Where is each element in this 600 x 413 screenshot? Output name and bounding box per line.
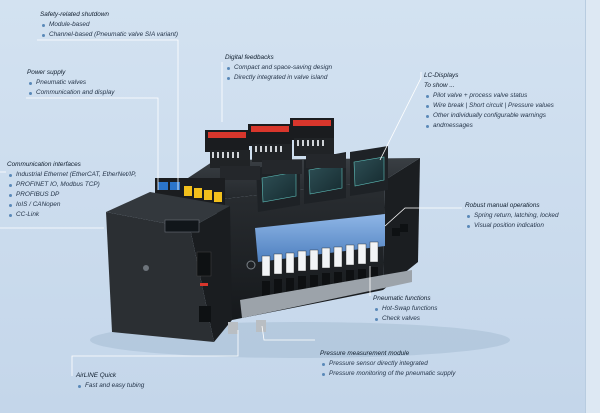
base-rail bbox=[240, 270, 412, 318]
callout-item: Compact and space-saving design bbox=[225, 63, 332, 73]
callout-digital-feedbacks: Digital feedbacks Compact and space-savi… bbox=[225, 53, 332, 83]
callout-item-continued: PROFINET IO, Modbus TCP) bbox=[7, 180, 136, 190]
callout-title: Power supply bbox=[27, 69, 66, 76]
pneumatic-fitting-1 bbox=[228, 322, 238, 334]
manual-operation-button bbox=[400, 224, 408, 232]
callout-item: Fast and easy tubing bbox=[76, 381, 144, 391]
callout-title: Pneumatic functions bbox=[373, 295, 431, 302]
callout-title: Digital feedbacks bbox=[225, 54, 274, 61]
callout-subtitle: To show ... bbox=[424, 82, 455, 89]
callout-title: AirLINE Quick bbox=[76, 372, 117, 379]
callout-airline-quick: AirLINE Quick Fast and easy tubing bbox=[76, 371, 144, 391]
callout-item-continued: andmessages bbox=[424, 121, 584, 131]
comm-lower-port bbox=[199, 306, 211, 322]
callout-safety-shutdown: Safety-related shutdown Module-based Cha… bbox=[40, 10, 178, 40]
callout-item: Industrial Ethernet (EtherCAT, EtherNet/… bbox=[7, 170, 136, 180]
callout-item: Pilot valve + process valve status bbox=[424, 91, 584, 101]
digital-feedback-connectors bbox=[205, 118, 346, 180]
callout-item: Module-based bbox=[40, 20, 178, 30]
comm-status-led bbox=[200, 283, 208, 286]
valve-slots bbox=[261, 241, 379, 277]
callout-item: Spring return, latching, locked bbox=[465, 211, 559, 221]
callout-item: Channel-based (Pneumatic valve SIA varia… bbox=[40, 30, 178, 40]
callout-communication-interfaces: Communication interfaces Industrial Ethe… bbox=[7, 160, 136, 220]
callout-title: LC-Displays bbox=[424, 72, 459, 79]
callout-title: Robust manual operations bbox=[465, 202, 540, 209]
callout-item: Directly integrated in valve island bbox=[225, 73, 332, 83]
callout-item: Hot-Swap functions bbox=[373, 304, 437, 314]
callout-lc-displays: LC-Displays To show ... Pilot valve + pr… bbox=[424, 71, 584, 131]
callout-item: IoIS / CANopen bbox=[7, 200, 136, 210]
callout-title: Safety-related shutdown bbox=[40, 11, 109, 18]
callout-item: CC-Link bbox=[7, 210, 136, 220]
mounting-screw bbox=[143, 265, 149, 271]
valve-screw-row bbox=[262, 267, 378, 299]
callout-item: Other individually configurable warnings bbox=[424, 111, 584, 121]
callout-item: Communication and display bbox=[27, 88, 115, 98]
callout-robust-manual-operations: Robust manual operations Spring return, … bbox=[465, 201, 559, 231]
ethernet-ports bbox=[164, 219, 200, 233]
right-edge-strip bbox=[585, 0, 600, 413]
callout-title: Communication interfaces bbox=[7, 161, 81, 168]
callout-item: Visual position indication bbox=[465, 221, 559, 231]
lcd-screen-3 bbox=[353, 156, 385, 187]
callout-item: Pressure sensor directly integrated bbox=[320, 359, 455, 369]
manual-operation-button bbox=[392, 228, 400, 236]
callout-item: Wire break | Short circuit | Pressure va… bbox=[424, 101, 584, 111]
callout-title: Pressure measurement module bbox=[320, 350, 410, 357]
callout-pneumatic-functions: Pneumatic functions Hot-Swap functions C… bbox=[373, 294, 437, 324]
pneumatic-fitting-2 bbox=[256, 320, 266, 332]
callout-item: Pressure monitoring of the pneumatic sup… bbox=[320, 369, 455, 379]
comm-module-front bbox=[106, 212, 214, 342]
callout-item: Check valves bbox=[373, 314, 437, 324]
callout-item: PROFIBUS DP bbox=[7, 190, 136, 200]
callout-pressure-measurement: Pressure measurement module Pressure sen… bbox=[320, 349, 455, 379]
callout-item: Pneumatic valves bbox=[27, 78, 115, 88]
comm-display bbox=[196, 251, 212, 277]
comm-module-top bbox=[106, 192, 230, 228]
ground-terminal bbox=[246, 260, 256, 270]
callout-power-supply: Power supply Pneumatic valves Communicat… bbox=[27, 68, 115, 98]
